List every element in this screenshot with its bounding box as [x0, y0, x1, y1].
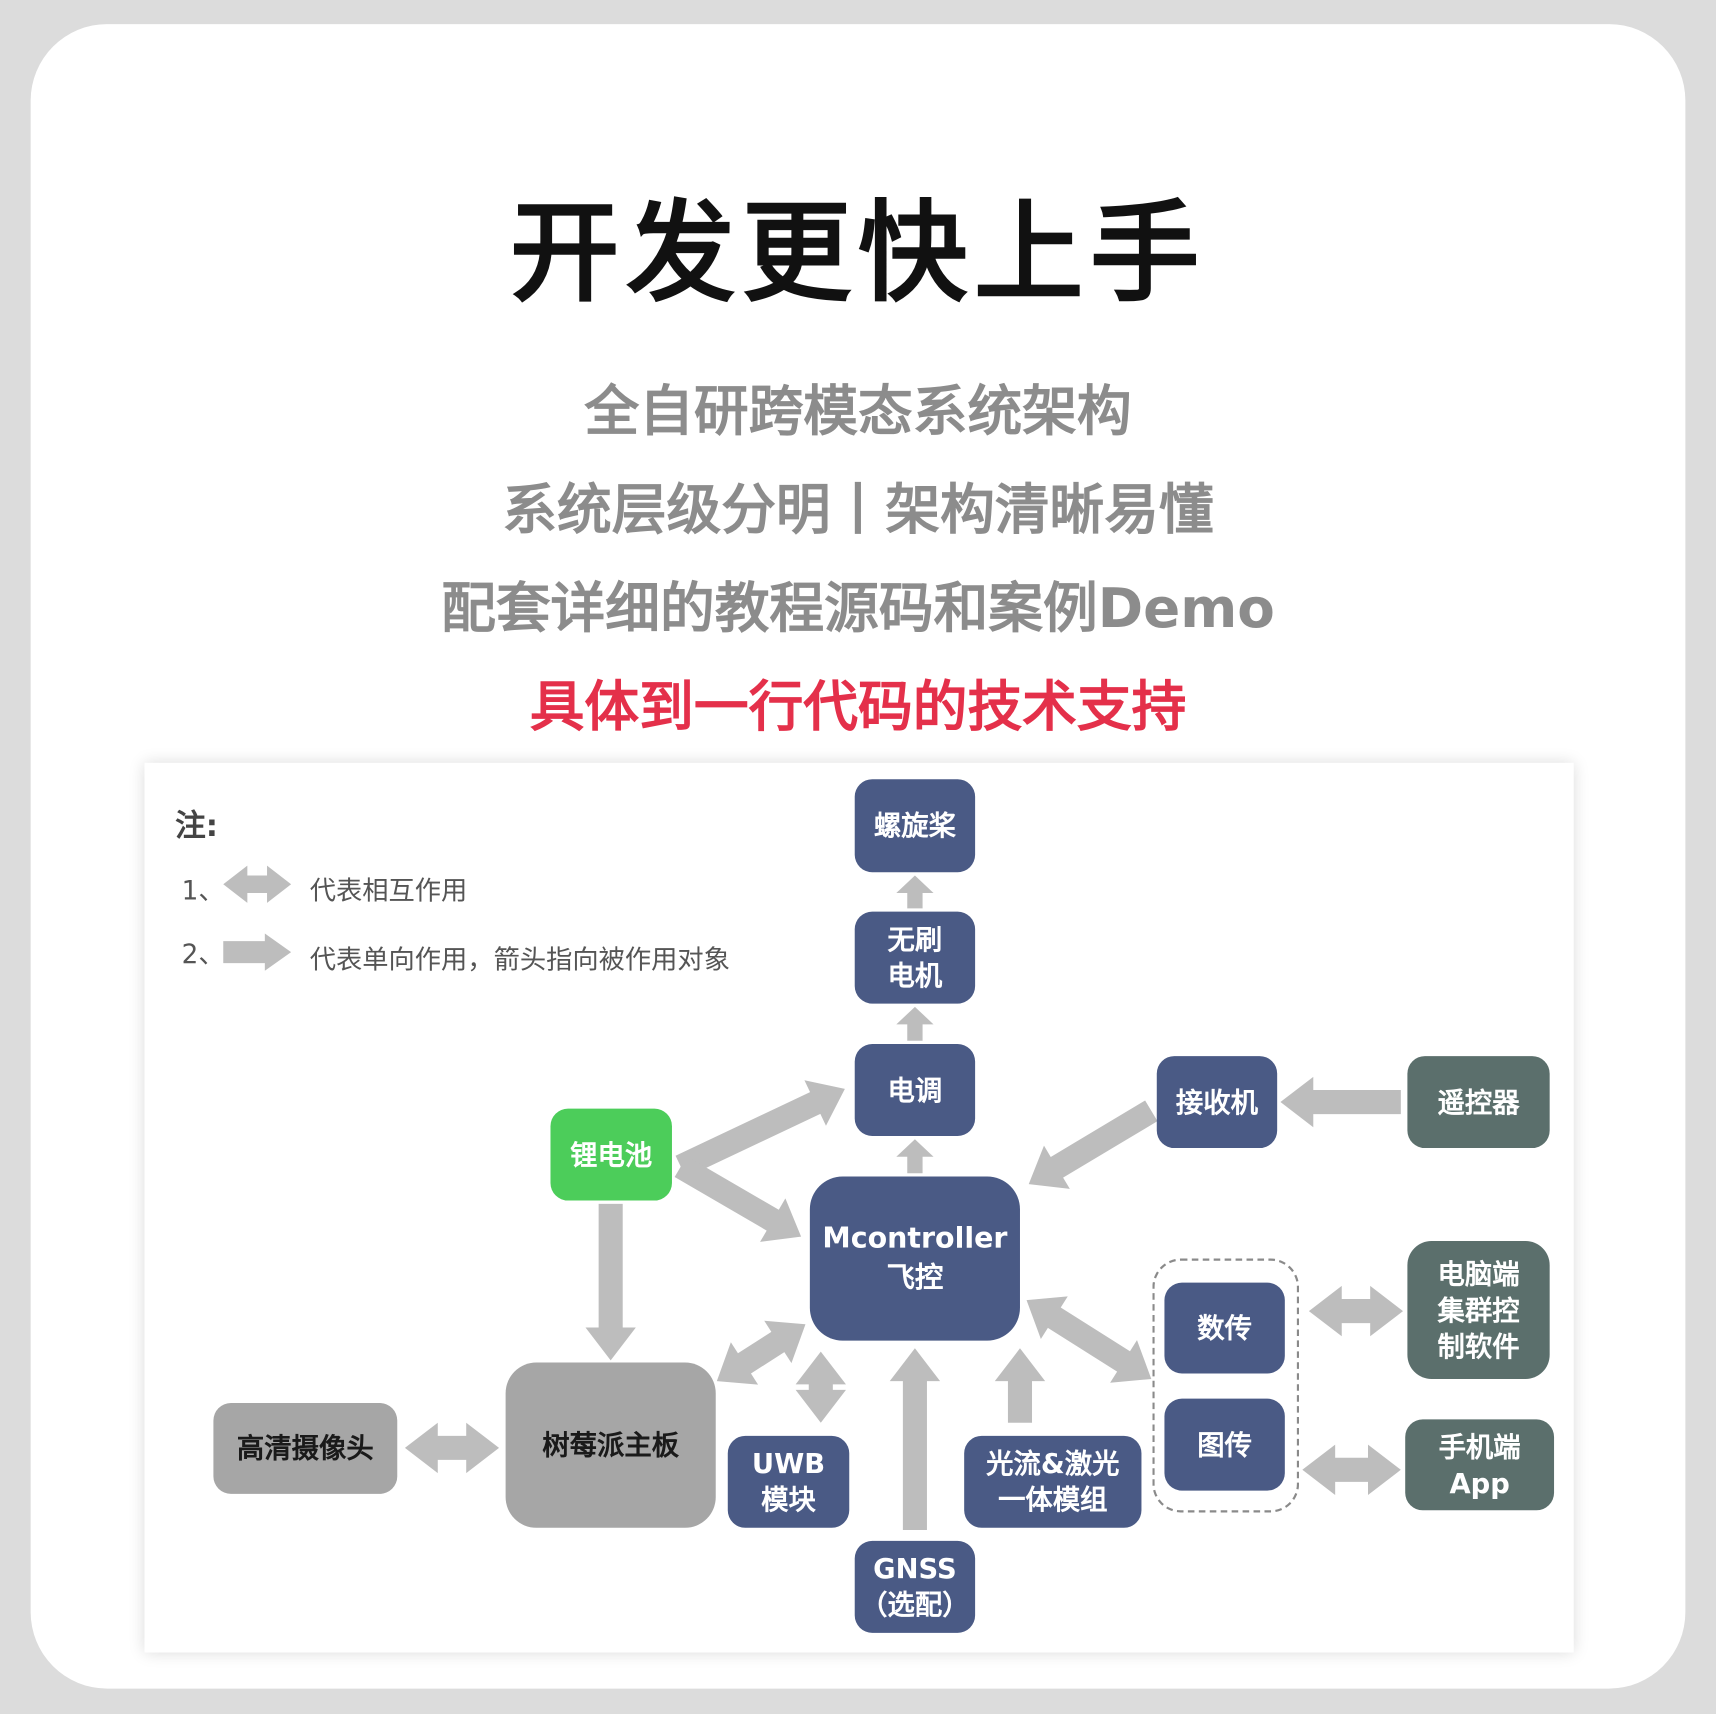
subtitle-3: 配套详细的教程源码和案例Demo — [441, 576, 1275, 641]
node-optical-flow-laser: 光流&激光 一体模组 — [964, 1435, 1142, 1528]
arrow-gnss-controller — [889, 1348, 941, 1530]
node-raspberry-pi: 树莓派主板 — [505, 1362, 716, 1528]
node-pc-software: 电脑端 集群控 制软件 — [1407, 1241, 1550, 1379]
arrow-camera-raspberry — [404, 1422, 500, 1474]
node-propeller: 螺旋桨 — [854, 779, 976, 873]
legend-2-num: 2、 — [181, 938, 225, 970]
arrow-videolink-phone — [1302, 1444, 1401, 1495]
link-group — [1152, 1258, 1300, 1513]
arrow-datalink-pc — [1308, 1285, 1404, 1337]
arrow-battery-esc — [675, 1080, 845, 1178]
arrow-receiver-controller — [1028, 1100, 1158, 1189]
node-receiver: 接收机 — [1156, 1056, 1278, 1149]
subtitle-1: 全自研跨模态系统架构 — [584, 379, 1132, 444]
arrow-uwb-controller — [795, 1351, 846, 1423]
node-datalink: 数传 — [1164, 1282, 1285, 1374]
legend-single-arrow-icon — [223, 933, 292, 971]
arrow-esc-motor — [896, 1006, 934, 1041]
arrow-controller-links — [1026, 1296, 1152, 1383]
page-title: 开发更快上手 — [509, 189, 1207, 318]
node-remote-controller: 遥控器 — [1407, 1056, 1550, 1149]
arrow-motor-propeller — [896, 875, 934, 909]
arrow-remote-receiver — [1280, 1076, 1401, 1128]
arrow-controller-esc — [896, 1139, 934, 1174]
node-battery: 锂电池 — [550, 1108, 672, 1201]
arrow-battery-controller — [674, 1156, 802, 1242]
arrow-battery-raspberry — [585, 1203, 636, 1361]
arrow-optical-controller — [994, 1348, 1046, 1423]
node-camera: 高清摄像头 — [213, 1403, 398, 1494]
legend-1-num: 1、 — [181, 875, 225, 907]
legend-2-text: 代表单向作用，箭头指向被作用对象 — [309, 944, 730, 976]
node-flight-controller: Mcontroller 飞控 — [809, 1176, 1020, 1341]
arrow-raspberry-controller — [716, 1320, 806, 1385]
node-motor: 无刷 电机 — [854, 911, 976, 1004]
node-uwb: UWB 模块 — [727, 1435, 850, 1528]
node-videolink: 图传 — [1164, 1398, 1285, 1491]
legend-1-text: 代表相互作用 — [309, 875, 468, 907]
node-esc: 电调 — [854, 1044, 976, 1136]
node-phone-app: 手机端 App — [1405, 1419, 1555, 1511]
subtitle-2: 系统层级分明丨架构清晰易懂 — [502, 478, 1214, 542]
legend-heading: 注: — [175, 807, 219, 844]
node-gnss: GNSS （选配） — [854, 1540, 976, 1633]
legend-double-arrow-icon — [223, 865, 292, 903]
highlight-line: 具体到一行代码的技术支持 — [529, 675, 1187, 739]
